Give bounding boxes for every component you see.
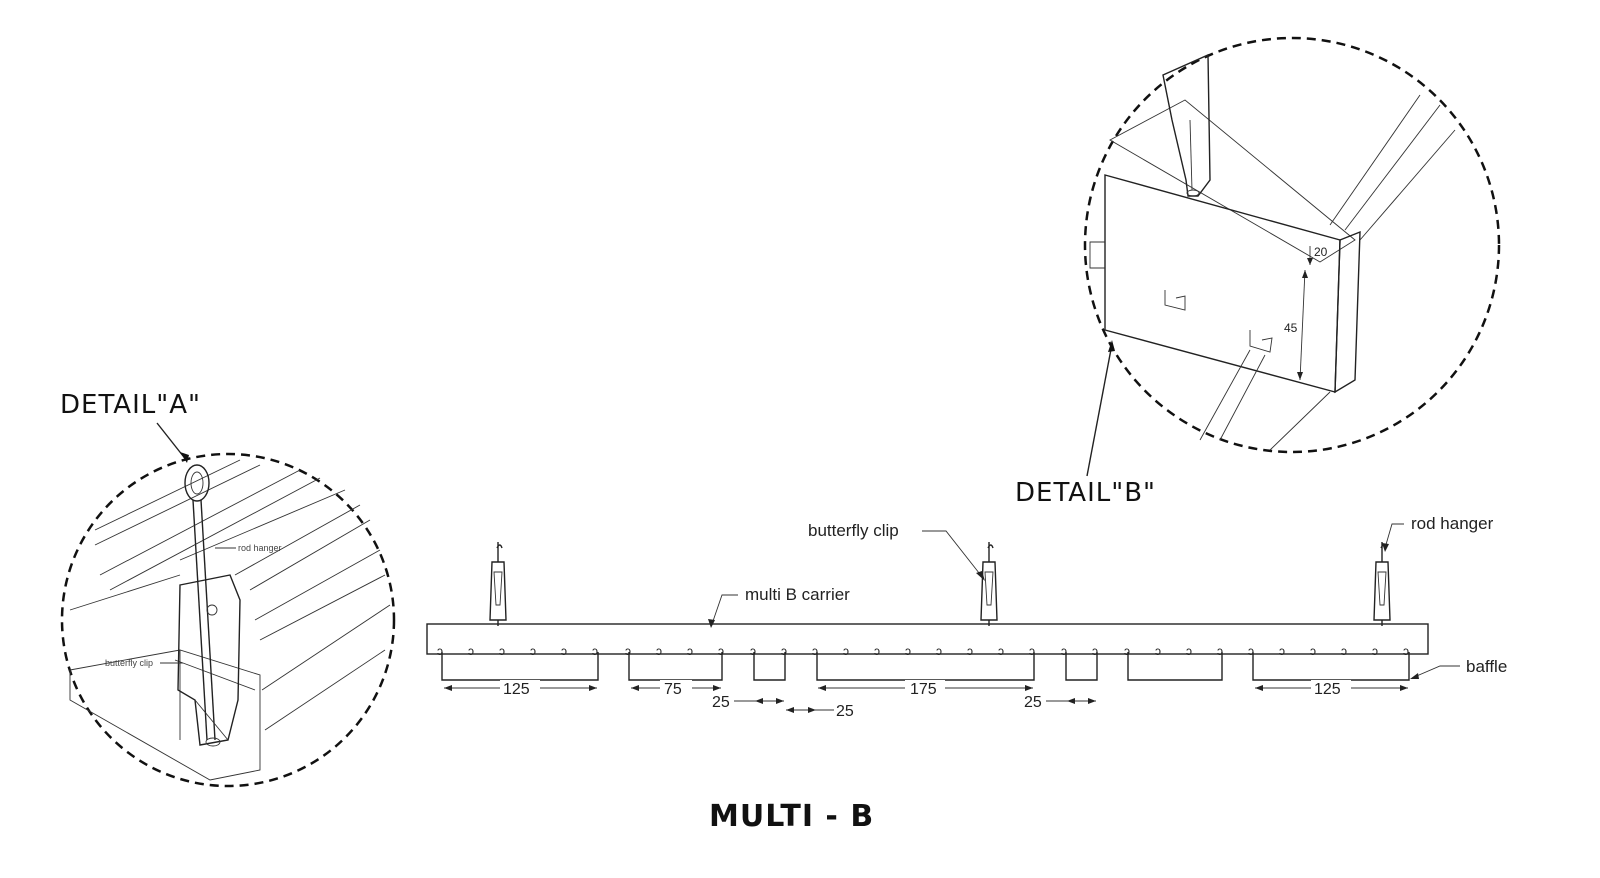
butterfly-clip-leader <box>922 530 984 579</box>
detail-b-title: DETAIL"B" <box>1015 478 1156 508</box>
dim-125-left: 125 <box>503 681 530 698</box>
detail-a-butterfly-clip-label: butterfly clip <box>105 658 153 668</box>
main-elevation: ɔ ɔ ɔ ɔ ɔ ɔ ɔ ɔ ɔ ɔ ɔ ɔ ɔ ɔ ɔ ɔ ɔ ɔ ɔ ɔ … <box>426 514 1507 834</box>
baffle-label: baffle <box>1466 657 1507 676</box>
detail-a: DETAIL"A" <box>60 390 396 788</box>
svg-text:ɔ: ɔ <box>437 644 443 658</box>
detail-b-circle <box>1083 36 1501 454</box>
rod-hanger-label: rod hanger <box>1411 514 1494 533</box>
dim-25-third: 25 <box>1024 694 1042 711</box>
svg-text:ɔ: ɔ <box>1061 644 1067 658</box>
svg-text:ɔ: ɔ <box>561 644 567 658</box>
carrier-label: multi B carrier <box>745 585 850 604</box>
svg-text:ɔ: ɔ <box>1341 644 1347 658</box>
dim-25-first: 25 <box>712 694 730 711</box>
svg-text:ɔ: ɔ <box>1029 644 1035 658</box>
svg-text:ɔ: ɔ <box>843 644 849 658</box>
svg-text:ɔ: ɔ <box>1217 644 1223 658</box>
detail-b-leader <box>1086 343 1113 477</box>
rod-hanger-leader <box>1384 523 1404 549</box>
detail-a-title: DETAIL"A" <box>60 390 201 420</box>
carrier-slots: ɔ ɔ ɔ ɔ ɔ ɔ ɔ ɔ ɔ ɔ ɔ ɔ ɔ ɔ ɔ ɔ ɔ ɔ ɔ ɔ … <box>437 644 1409 658</box>
svg-text:ɔ: ɔ <box>1124 644 1130 658</box>
detail-b-dim-height: 45 <box>1284 321 1298 335</box>
drawing-title: MULTI - B <box>709 799 874 834</box>
dim-175: 175 <box>910 681 937 698</box>
svg-text:ɔ: ɔ <box>1403 644 1409 658</box>
svg-text:ɔ: ɔ <box>1372 644 1378 658</box>
svg-text:ɔ: ɔ <box>998 644 1004 658</box>
svg-text:ɔ: ɔ <box>718 644 724 658</box>
detail-a-illustration: rod hanger butterfly clip <box>69 459 391 781</box>
detail-b-illustration: 20 45 <box>1089 53 1456 451</box>
detail-b-leader-arrow <box>1108 340 1115 352</box>
svg-text:ɔ: ɔ <box>656 644 662 658</box>
baffles <box>441 652 1410 681</box>
detail-b-dim-top: 20 <box>1314 245 1328 259</box>
svg-text:ɔ: ɔ <box>936 644 942 658</box>
detail-a-circle <box>60 452 396 788</box>
svg-text:ɔ: ɔ <box>750 644 756 658</box>
dim-75: 75 <box>664 681 682 698</box>
svg-text:ɔ: ɔ <box>1279 644 1285 658</box>
dimension-lines: 125 75 25 25 175 <box>444 680 1408 720</box>
baffle-leader <box>1411 665 1460 679</box>
detail-b: 20 45 DETAIL"B" <box>1015 36 1501 508</box>
svg-text:ɔ: ɔ <box>1155 644 1161 658</box>
svg-text:ɔ: ɔ <box>1248 644 1254 658</box>
detail-a-leader-arrow <box>180 452 189 463</box>
svg-text:ɔ: ɔ <box>1092 644 1098 658</box>
hanger-left <box>489 542 507 626</box>
svg-text:ɔ: ɔ <box>530 644 536 658</box>
svg-text:ɔ: ɔ <box>905 644 911 658</box>
hanger-right <box>1373 542 1391 626</box>
dim-125-right: 125 <box>1314 681 1341 698</box>
svg-text:ɔ: ɔ <box>1186 644 1192 658</box>
svg-text:ɔ: ɔ <box>812 644 818 658</box>
svg-text:ɔ: ɔ <box>967 644 973 658</box>
carrier-leader <box>711 594 738 625</box>
svg-text:ɔ: ɔ <box>1310 644 1316 658</box>
svg-text:ɔ: ɔ <box>687 644 693 658</box>
butterfly-clip-label: butterfly clip <box>808 521 899 540</box>
svg-text:ɔ: ɔ <box>468 644 474 658</box>
svg-text:ɔ: ɔ <box>625 644 631 658</box>
svg-text:ɔ: ɔ <box>874 644 880 658</box>
svg-text:ɔ: ɔ <box>781 644 787 658</box>
svg-text:ɔ: ɔ <box>499 644 505 658</box>
svg-text:ɔ: ɔ <box>592 644 598 658</box>
hanger-middle <box>980 542 998 626</box>
detail-a-rod-hanger-label: rod hanger <box>238 543 282 553</box>
multi-b-carrier <box>426 623 1429 655</box>
dim-25-second: 25 <box>836 703 854 720</box>
